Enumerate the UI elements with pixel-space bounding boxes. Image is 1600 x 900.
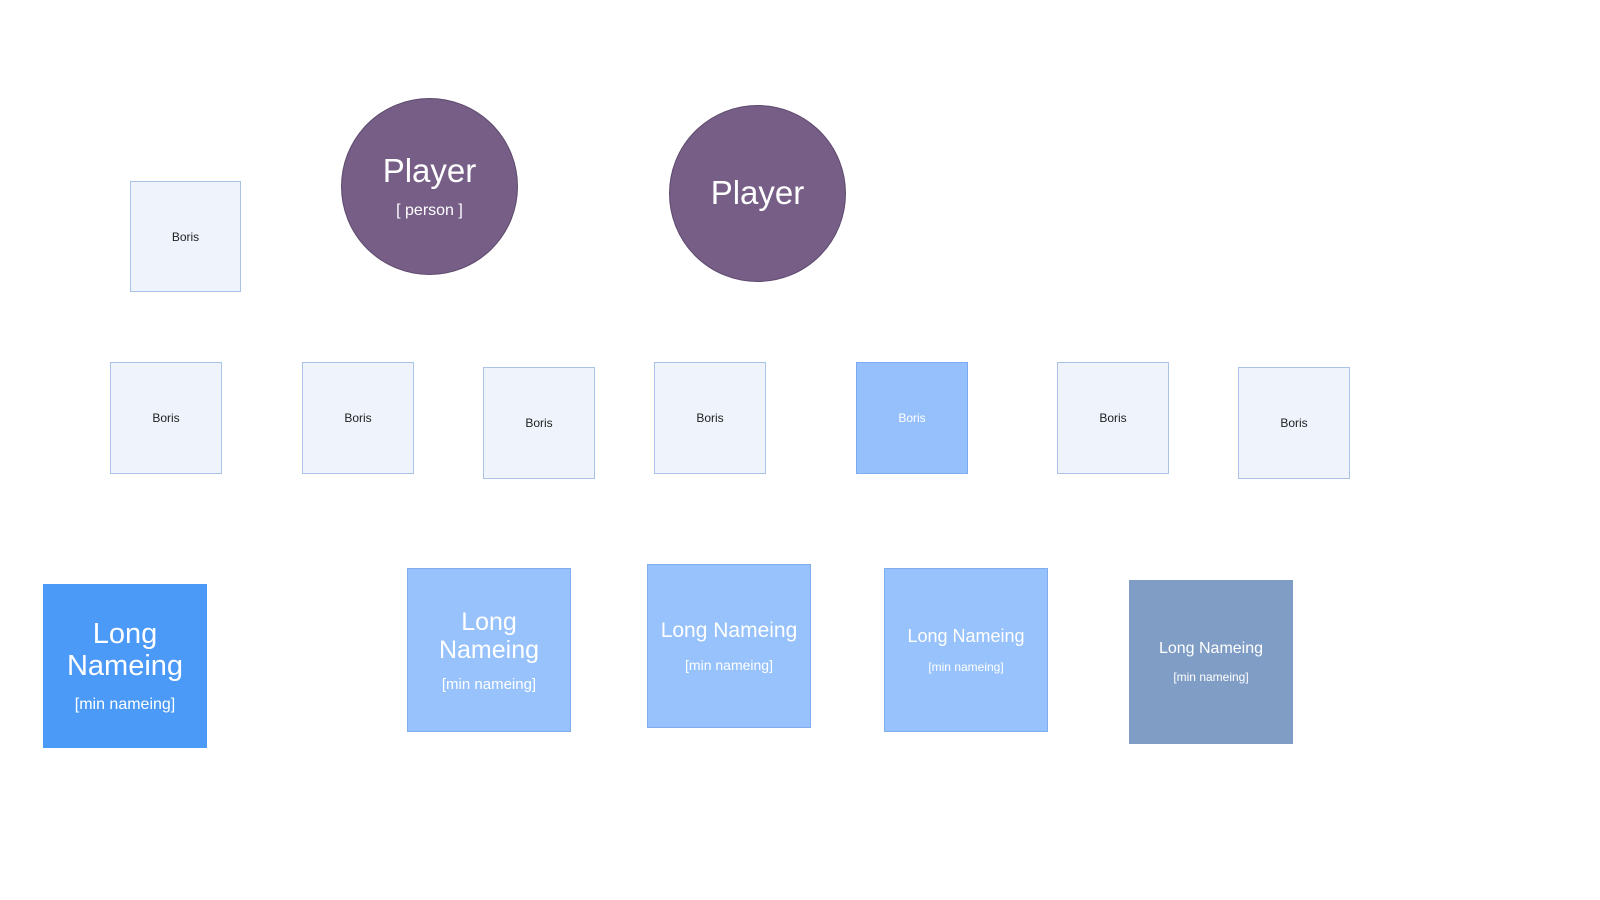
boris-node-top[interactable]: Boris bbox=[130, 181, 241, 292]
card-subtitle: [min nameing] bbox=[1173, 669, 1249, 684]
long-nameing-card-primary[interactable]: Long Nameing [min nameing] bbox=[43, 584, 207, 748]
node-label: Boris bbox=[1280, 416, 1308, 430]
node-label: Boris bbox=[1099, 411, 1127, 425]
node-label: Boris bbox=[898, 411, 926, 425]
node-label: Boris bbox=[152, 411, 180, 425]
card-title: Long Nameing bbox=[907, 626, 1025, 647]
card-title: Long Nameing bbox=[438, 607, 540, 664]
card-subtitle: [min nameing] bbox=[441, 675, 537, 693]
card-subtitle: [min nameing] bbox=[685, 656, 773, 673]
card-title: Long Nameing bbox=[1158, 640, 1264, 658]
node-label: Boris bbox=[696, 411, 724, 425]
boris-node[interactable]: Boris bbox=[1057, 362, 1169, 474]
player-title: Player bbox=[710, 174, 805, 212]
long-nameing-card[interactable]: Long Nameing [min nameing] bbox=[407, 568, 571, 732]
card-title: Long Nameing bbox=[66, 617, 184, 682]
card-subtitle: [min nameing] bbox=[928, 659, 1004, 674]
boris-node[interactable]: Boris bbox=[483, 367, 595, 479]
long-nameing-card-muted[interactable]: Long Nameing [min nameing] bbox=[1129, 580, 1293, 744]
player-node-person[interactable]: Player [ person ] bbox=[341, 98, 518, 275]
card-title: Long Nameing bbox=[660, 619, 798, 643]
boris-node[interactable]: Boris bbox=[1238, 367, 1350, 479]
player-title: Player bbox=[382, 152, 477, 190]
player-node[interactable]: Player bbox=[669, 105, 846, 282]
boris-node[interactable]: Boris bbox=[110, 362, 222, 474]
boris-node[interactable]: Boris bbox=[654, 362, 766, 474]
long-nameing-card[interactable]: Long Nameing [min nameing] bbox=[884, 568, 1048, 732]
card-subtitle: [min nameing] bbox=[74, 696, 176, 714]
boris-node-selected[interactable]: Boris bbox=[856, 362, 968, 474]
node-label: Boris bbox=[525, 416, 553, 430]
player-subtitle: [ person ] bbox=[396, 201, 463, 219]
node-label: Boris bbox=[171, 229, 200, 244]
boris-node[interactable]: Boris bbox=[302, 362, 414, 474]
long-nameing-card[interactable]: Long Nameing [min nameing] bbox=[647, 564, 811, 728]
node-label: Boris bbox=[344, 411, 372, 425]
